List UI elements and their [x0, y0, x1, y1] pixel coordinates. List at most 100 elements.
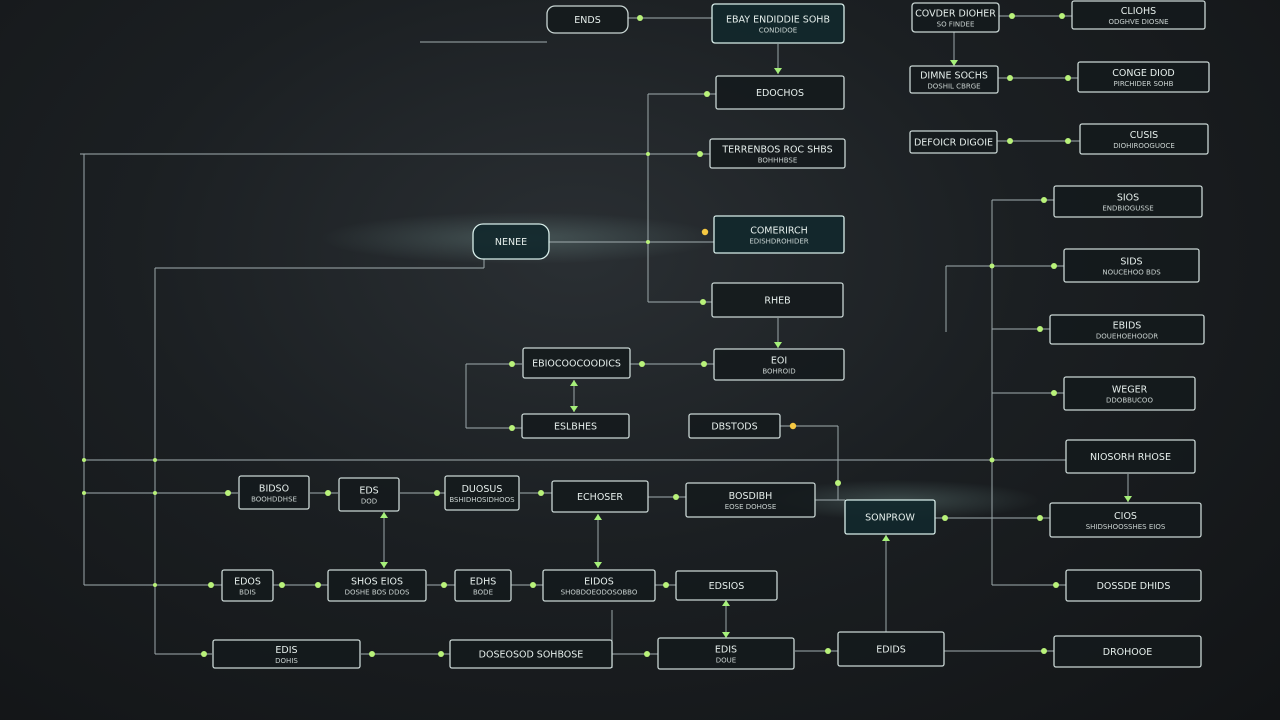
node-title: ESLBHES: [554, 422, 597, 433]
diagram-node: DEFOICR DIGOIE: [909, 130, 998, 154]
node-subtitle: SHIDSHOOSSHES EIOS: [1086, 523, 1166, 531]
diagram-node: EDOCHOS: [715, 75, 845, 110]
node-title: DROHOOE: [1103, 647, 1153, 658]
node-title: SIOS: [1117, 193, 1139, 204]
node-box: [546, 5, 629, 34]
node-title: EDIS: [275, 645, 297, 656]
diagram-node: NENEE: [472, 223, 550, 260]
node-box: [1077, 61, 1210, 93]
node-subtitle: BOOHDDHSE: [251, 496, 297, 504]
node-box: [1049, 502, 1202, 538]
node-title: EIDOS: [584, 577, 614, 588]
node-title: NIOSORH RHOSE: [1090, 452, 1171, 463]
diagram-node: NIOSORH RHOSE: [1065, 439, 1196, 474]
node-title: EDOS: [234, 577, 261, 588]
diagram-node: ESLBHES: [521, 413, 630, 439]
node-title: DEFOICR DIGOIE: [914, 138, 993, 149]
node-box: [713, 348, 845, 381]
node-title: CLIOHS: [1121, 6, 1156, 17]
node-box: [521, 413, 630, 439]
connector-lines: [80, 15, 1129, 668]
diagram-node: DOSSDE DHIDS: [1065, 569, 1202, 602]
node-title: DBSTODS: [711, 422, 757, 433]
node-box: [522, 347, 631, 379]
node-title: ECHOSER: [577, 492, 623, 503]
node-title: WEGER: [1112, 385, 1148, 396]
node-title: BIDSO: [259, 484, 289, 495]
node-box: [1063, 248, 1200, 283]
diagram-node: EDSIOS: [675, 570, 778, 601]
diagram-node: DBSTODS: [688, 413, 781, 439]
diagram-node: DOSEOSOD SOHBOSE: [449, 639, 613, 669]
diagram-node: ECHOSER: [551, 480, 649, 513]
node-title: COVDER DIOHER: [915, 9, 996, 20]
node-box: [1065, 569, 1202, 602]
node-subtitle: EOSE DOHOSE: [725, 503, 777, 511]
node-subtitle: ODGHVE DIOSNE: [1108, 18, 1168, 26]
node-box: [685, 482, 816, 518]
node-title: DUOSUS: [462, 484, 503, 495]
node-subtitle: DOUE: [716, 657, 736, 665]
node-box: [909, 130, 998, 154]
node-title: SHOS EIOS: [351, 577, 403, 588]
diagram-node: RHEB: [711, 282, 844, 318]
node-box: [711, 3, 845, 44]
node-box: [844, 499, 936, 535]
node-title: CIOS: [1114, 511, 1137, 522]
diagram-node: EDIDS: [837, 631, 945, 667]
node-box: [327, 569, 427, 602]
node-title: CUSIS: [1130, 130, 1158, 141]
node-box: [1053, 185, 1203, 218]
node-box: [1079, 123, 1209, 155]
node-box: [472, 223, 550, 260]
node-box: [715, 75, 845, 110]
node-title: EDIS: [715, 645, 737, 656]
node-title: DOSSDE DHIDS: [1097, 581, 1171, 592]
node-subtitle: ENDBIOGUSSE: [1102, 205, 1153, 213]
node-box: [657, 637, 795, 670]
node-box: [1049, 314, 1205, 345]
node-box: [911, 2, 1000, 33]
node-title: EDHS: [470, 577, 497, 588]
node-title: COMERIRCH: [750, 226, 808, 237]
node-subtitle: DOSHIL CBRGE: [927, 83, 980, 91]
diagram-node: SONPROW: [844, 499, 936, 535]
node-subtitle: NOUCEHOO BDS: [1102, 269, 1161, 277]
node-box: [909, 65, 999, 94]
node-box: [449, 639, 613, 669]
junction-dots: [82, 13, 1071, 657]
diagram-node: ENDS: [546, 5, 629, 34]
node-title: ENDS: [574, 15, 600, 26]
node-title: EOI: [771, 356, 787, 367]
node-title: EDS: [359, 486, 378, 497]
node-box: [238, 475, 310, 510]
node-title: EBAY ENDIDDIE SOHB: [726, 15, 830, 26]
node-box: [688, 413, 781, 439]
node-subtitle: EDISHDROHIDER: [749, 238, 808, 246]
node-title: BOSDIBH: [729, 491, 773, 502]
node-title: SONPROW: [865, 513, 915, 524]
node-subtitle: CONDIDOE: [759, 27, 797, 35]
node-title: EBIOCOOCOODICS: [532, 359, 621, 370]
node-subtitle: BDIS: [239, 589, 256, 597]
node-box: [1071, 0, 1206, 30]
node-box: [444, 475, 520, 511]
node-subtitle: DOUEHOEHOODR: [1096, 333, 1158, 341]
node-box: [221, 569, 274, 602]
node-box: [338, 477, 400, 512]
node-title: RHEB: [764, 296, 790, 307]
